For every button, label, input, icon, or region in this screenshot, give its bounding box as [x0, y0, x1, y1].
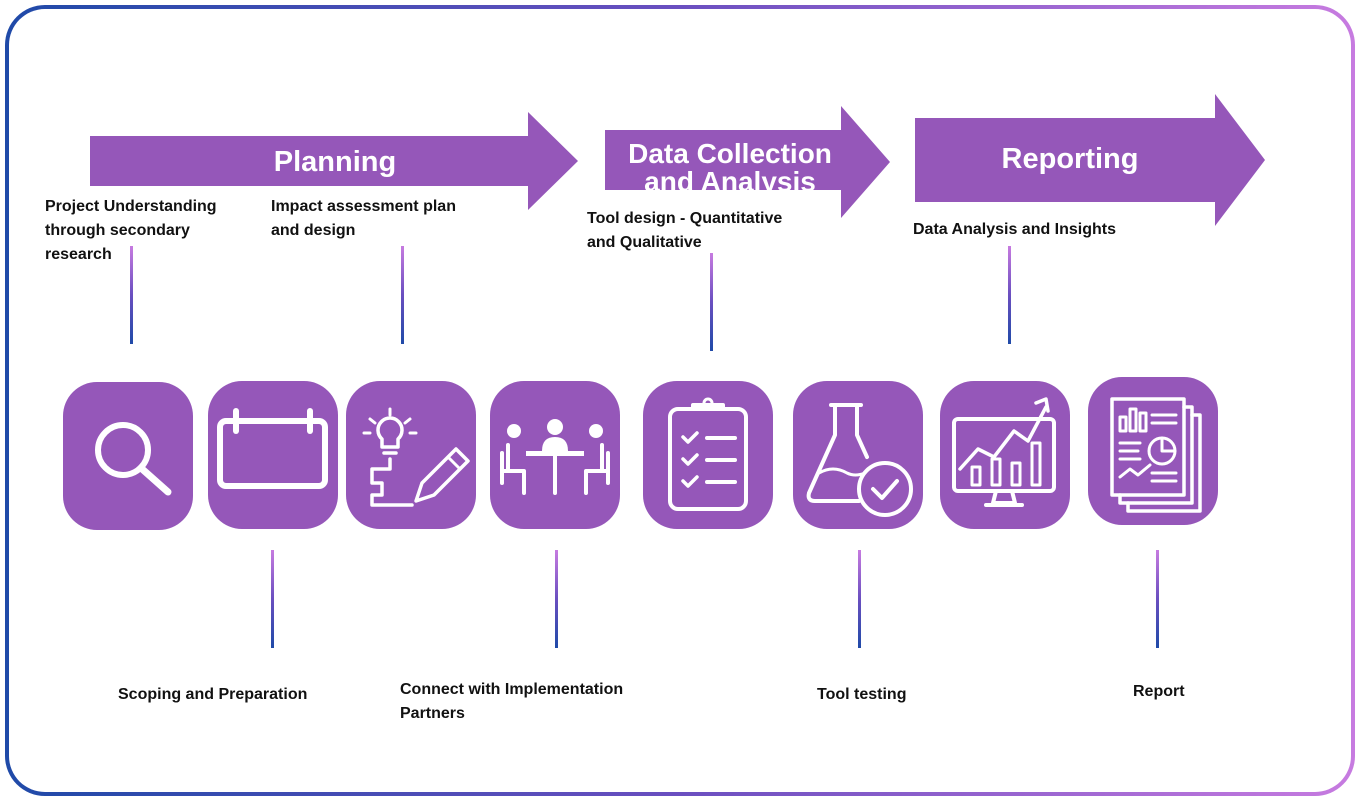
- step-label-project-understanding: Project Understanding through secondary …: [45, 198, 217, 263]
- reporting-arrow: [915, 94, 1265, 226]
- phase-planning-label: Planning: [273, 146, 397, 178]
- phase-reporting-label: Reporting: [1001, 143, 1139, 175]
- connector-line: [858, 550, 861, 648]
- phase-data-collection-line2: and Analysis: [644, 166, 816, 197]
- data-collection-arrow: [605, 106, 890, 218]
- connector-line: [401, 246, 404, 344]
- step-label-tool-testing: Tool testing: [817, 686, 907, 703]
- connector-line: [271, 550, 274, 648]
- search-tile: [63, 382, 193, 530]
- phase-data-collection-line1: Data Collection: [628, 138, 832, 169]
- step-label-connect-partners: Connect with Implementation Partners: [400, 681, 624, 722]
- connector-line: [130, 246, 133, 344]
- calendar-icon: [217, 408, 328, 489]
- connector-line: [555, 550, 558, 648]
- connector-line: [1008, 246, 1011, 344]
- step-label-impact-assessment: Impact assessment plan and design: [271, 198, 456, 239]
- growth-chart-tile: [940, 381, 1070, 529]
- connector-line: [1156, 550, 1159, 648]
- connector-line: [710, 253, 713, 351]
- monitor-growth-chart-icon: [952, 397, 1056, 507]
- flask-check-icon: [806, 403, 913, 517]
- step-label-scoping: Scoping and Preparation: [118, 686, 308, 703]
- phase-data-collection-label: Data Collection and Analysis: [605, 140, 855, 196]
- meeting-tile: [490, 381, 620, 529]
- report-document-icon: [1110, 397, 1202, 513]
- idea-plan-icon: [362, 407, 470, 507]
- step-label-tool-design: Tool design - Quantitative and Qualitati…: [587, 210, 783, 251]
- calendar-tile: [208, 381, 338, 529]
- step-label-report: Report: [1133, 683, 1185, 700]
- idea-plan-tile: [346, 381, 476, 529]
- clipboard-tile: [643, 381, 773, 529]
- step-label-data-analysis: Data Analysis and Insights: [913, 221, 1117, 238]
- flask-tile: [793, 381, 923, 529]
- clipboard-checklist-icon: [668, 397, 748, 511]
- planning-arrow: [90, 112, 578, 210]
- report-tile: [1088, 377, 1218, 525]
- meeting-icon: [500, 419, 610, 495]
- search-icon: [95, 422, 172, 496]
